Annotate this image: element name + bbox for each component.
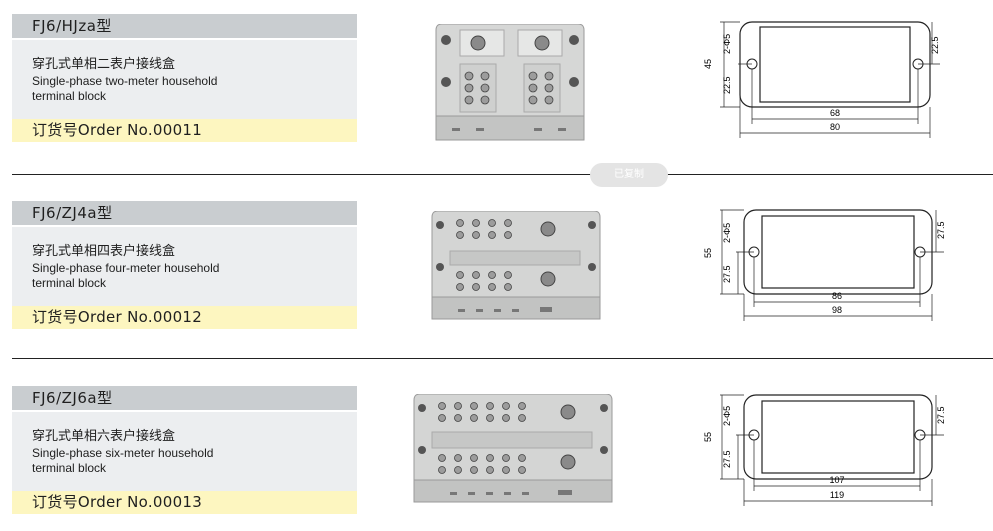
dim-half-height-right: 27.5 xyxy=(936,221,946,239)
product-description: 穿孔式单相六表户接线盒 Single-phase six-meter house… xyxy=(12,412,357,491)
dim-height: 55 xyxy=(703,248,713,258)
dim-outer-width: 98 xyxy=(832,305,842,315)
copied-toast: 已复制 xyxy=(590,163,668,187)
product-name-en: Single-phase four-meter household xyxy=(32,261,220,275)
product-name-en: Single-phase two-meter household xyxy=(32,74,218,88)
product-photo xyxy=(413,394,613,503)
dimension-drawing: 55 27.5 2-Φ5 27.5 86 98 xyxy=(703,209,946,321)
dim-hole: 2-Φ5 xyxy=(722,223,732,243)
product-name-en-cont: terminal block xyxy=(32,276,107,290)
product-info: FJ6/HJza型 穿孔式单相二表户接线盒 Single-phase two-m… xyxy=(12,14,357,142)
dim-outer-width: 119 xyxy=(830,490,844,500)
dimension-drawing: 55 27.5 2-Φ5 27.5 107 119 xyxy=(703,394,946,506)
dim-hole: 2-Φ5 xyxy=(722,406,732,426)
dim-half-height-right: 27.5 xyxy=(936,406,946,424)
dim-height: 45 xyxy=(703,59,713,69)
order-number: 订货号Order No.00011 xyxy=(12,119,357,142)
product-name-cn: 穿孔式单相二表户接线盒 xyxy=(32,57,176,72)
dim-inner-width: 86 xyxy=(832,291,842,301)
product-name-cn: 穿孔式单相四表户接线盒 xyxy=(32,244,176,259)
order-number: 订货号Order No.00013 xyxy=(12,491,357,514)
product-description: 穿孔式单相四表户接线盒 Single-phase four-meter hous… xyxy=(12,227,357,306)
dim-half-height-left: 27.5 xyxy=(722,450,732,468)
dim-half-height-right: 22.5 xyxy=(930,36,940,54)
product-photo xyxy=(435,24,585,141)
product-name-en-cont: terminal block xyxy=(32,461,107,475)
product-description: 穿孔式单相二表户接线盒 Single-phase two-meter house… xyxy=(12,40,357,119)
dim-inner-width: 107 xyxy=(829,475,844,485)
dimension-drawing: 45 22.5 2-Φ5 22.5 68 80 xyxy=(703,21,940,138)
dim-outer-width: 80 xyxy=(830,122,840,132)
dim-half-height-left: 22.5 xyxy=(722,76,732,94)
dim-height: 55 xyxy=(703,432,713,442)
product-info: FJ6/ZJ6a型 穿孔式单相六表户接线盒 Single-phase six-m… xyxy=(12,386,357,514)
dim-half-height-left: 27.5 xyxy=(722,265,732,283)
product-info: FJ6/ZJ4a型 穿孔式单相四表户接线盒 Single-phase four-… xyxy=(12,201,357,329)
product-name-cn: 穿孔式单相六表户接线盒 xyxy=(32,429,176,444)
order-number: 订货号Order No.00012 xyxy=(12,306,357,329)
product-model-title: FJ6/ZJ4a型 xyxy=(12,201,357,227)
section-divider xyxy=(12,174,993,175)
product-name-en-cont: terminal block xyxy=(32,89,107,103)
dim-hole: 2-Φ5 xyxy=(722,34,732,54)
section-divider xyxy=(12,358,993,359)
product-model-title: FJ6/ZJ6a型 xyxy=(12,386,357,412)
product-model-title: FJ6/HJza型 xyxy=(12,14,357,40)
product-name-en: Single-phase six-meter household xyxy=(32,446,214,460)
product-photo xyxy=(431,211,601,320)
dim-inner-width: 68 xyxy=(830,108,840,118)
